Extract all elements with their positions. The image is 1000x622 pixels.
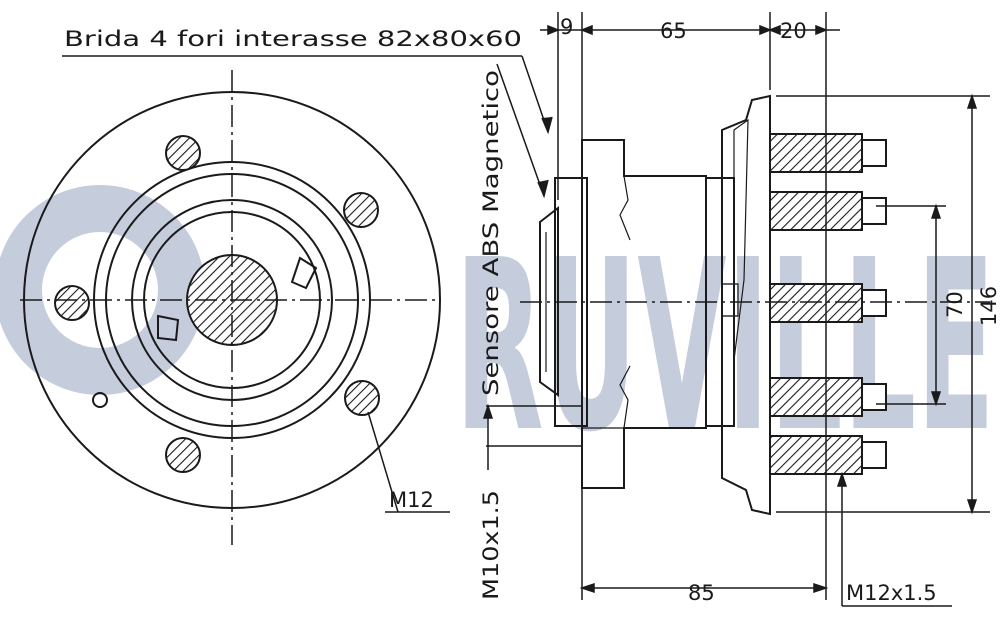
thread-studs-label: M12x1.5 <box>846 581 937 605</box>
pin-hole <box>92 392 108 408</box>
wheel-flange <box>721 94 771 516</box>
m12-leader <box>367 411 399 513</box>
flange-note-leader <box>62 55 553 135</box>
front-tab-left <box>157 314 180 342</box>
wheel-stud <box>769 191 887 231</box>
thread-side-label: M10x1.5 <box>479 490 503 600</box>
wheel-stud <box>769 283 887 323</box>
bolt-hole <box>165 135 201 171</box>
front-view <box>20 70 450 545</box>
wheel-stud <box>769 133 887 173</box>
abs-sensor-ring <box>539 205 559 397</box>
side-view <box>520 94 990 516</box>
bolt-hole <box>54 285 90 321</box>
watermark-logo-hole <box>42 232 158 348</box>
thread-front-label: M12 <box>389 488 434 512</box>
bearing-housing <box>581 139 707 489</box>
dim-146: 146 <box>977 286 1000 326</box>
dimension-lines <box>482 12 990 607</box>
dim-20: 20 <box>780 19 807 43</box>
bolt-hole <box>165 437 201 473</box>
dim-70: 70 <box>943 291 967 318</box>
watermark-text: RUVILLE <box>455 209 995 484</box>
dim-85: 85 <box>688 581 715 605</box>
bolt-hole <box>343 192 379 228</box>
bolt-hole <box>344 380 380 416</box>
dim-9: 9 <box>560 15 573 39</box>
hub-pilot <box>721 283 739 317</box>
wheel-stud <box>769 377 887 417</box>
dim-65: 65 <box>660 19 687 43</box>
flange-note: Brida 4 fori interasse 82x80x60 <box>64 27 522 51</box>
front-tab-right <box>290 256 318 290</box>
wheel-stud <box>769 435 887 475</box>
abs-sensor-label: Sensore ABS Magnetico <box>479 70 503 396</box>
